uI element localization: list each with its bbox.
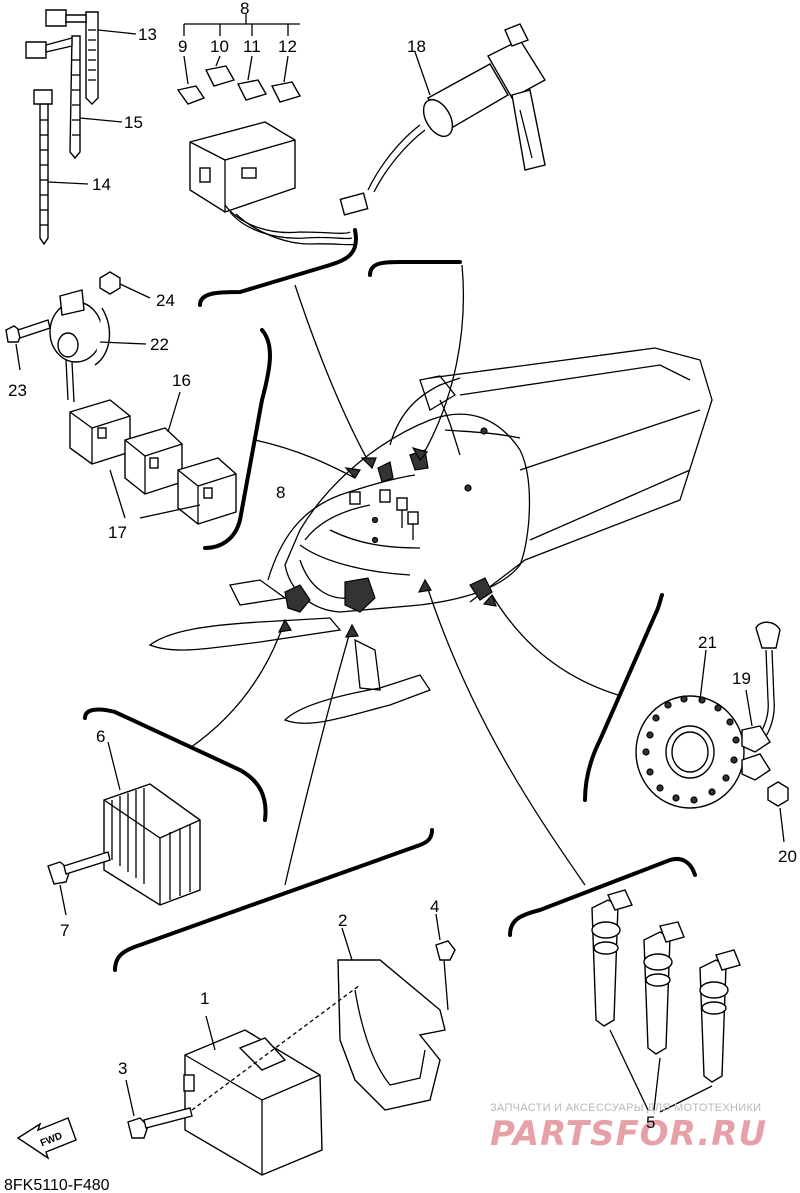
fuse-box: [176, 14, 357, 246]
callout-17: 17: [108, 523, 127, 542]
callout-5: 5: [646, 1113, 655, 1132]
plug-caps: [591, 889, 741, 1113]
callout-23: 23: [8, 381, 27, 400]
watermark-brand: PARTSFOR.RU: [490, 1114, 767, 1154]
fwd-arrow-icon: FWD: [16, 1117, 77, 1160]
callout-7: 7: [60, 921, 69, 940]
coil-assembly: [5, 271, 151, 403]
cable-ties: [25, 9, 137, 246]
callout-16: 16: [172, 371, 191, 390]
pickup-assembly: [635, 621, 789, 843]
callout-8-mid: 8: [276, 483, 285, 502]
callout-18: 18: [407, 37, 426, 56]
callout-6: 6: [96, 727, 105, 746]
callout-labels: 8 9 10 11 12 13 15 14 18 24 22 23 16 17 …: [8, 0, 797, 1078]
callout-4: 4: [430, 897, 439, 916]
regulator: [47, 741, 201, 916]
cdi-unit: [125, 913, 456, 1176]
callout-20: 20: [778, 847, 797, 866]
callout-22: 22: [150, 335, 169, 354]
callout-3: 3: [118, 1059, 127, 1078]
callout-13: 13: [138, 25, 157, 44]
callout-14: 14: [92, 175, 111, 194]
callout-10: 10: [210, 37, 229, 56]
callout-19: 19: [732, 669, 751, 688]
callout-11: 11: [243, 37, 261, 56]
callout-8-top: 8: [240, 0, 249, 18]
zone-brackets: [83, 228, 697, 972]
callout-2: 2: [338, 911, 347, 930]
callout-15: 15: [124, 113, 143, 132]
callout-9: 9: [178, 37, 187, 56]
callout-1: 1: [200, 989, 209, 1008]
main-switch: [339, 23, 546, 216]
watermark: ЗАПЧАСТИ И АКСЕССУАРЫ ДЛЯ МОТОТЕХНИКИ PA…: [490, 1102, 767, 1154]
callout-12: 12: [278, 37, 297, 56]
diagram-code: 8FK5110-F480: [4, 1177, 110, 1193]
snowmobile-outline: [148, 347, 713, 724]
callout-21: 21: [698, 633, 717, 652]
relays: [69, 391, 237, 525]
watermark-tagline: ЗАПЧАСТИ И АКСЕССУАРЫ ДЛЯ МОТОТЕХНИКИ: [490, 1102, 761, 1114]
callout-24: 24: [156, 291, 175, 310]
